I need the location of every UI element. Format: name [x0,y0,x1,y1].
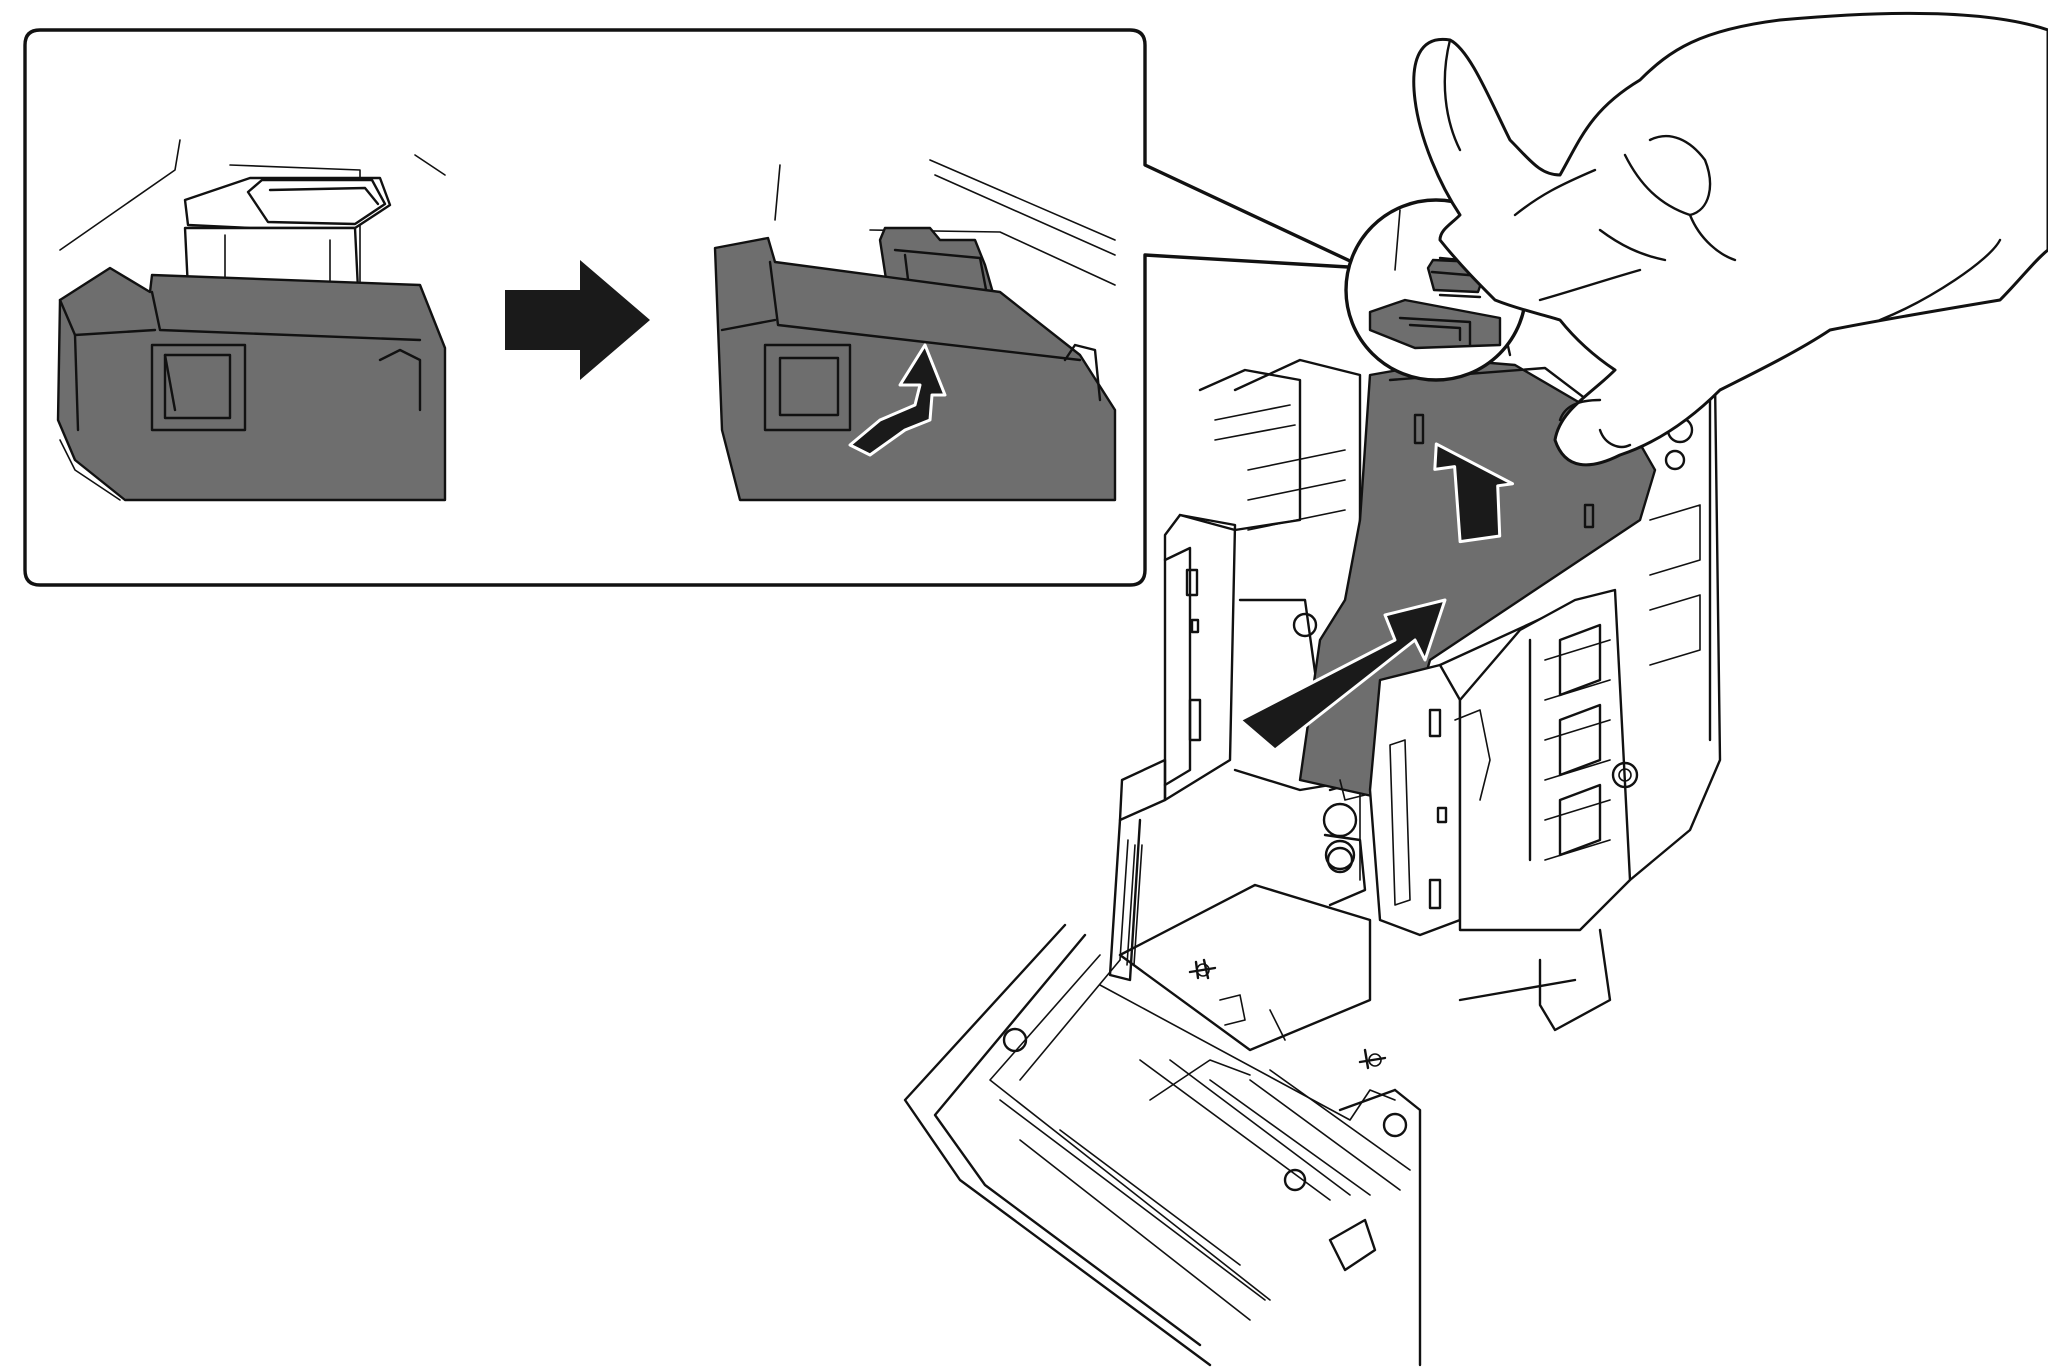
lock-icon [1188,958,1217,980]
detail-after [713,159,1117,502]
right-front-frame [1368,378,1722,1032]
up-arrow-icon-main [1433,442,1515,544]
right-arrow-icon [505,260,650,380]
holder-part-before [56,266,447,502]
hand [1412,11,2048,467]
left-side-frame [1108,368,1318,982]
up-arrow-icon [848,343,947,457]
base-tray [903,923,1422,1367]
unlock-icon [1358,1048,1387,1070]
detail-callout [23,28,1367,587]
hand-outline [1412,11,2048,467]
detail-before [56,139,447,502]
centre-spring [1323,779,1367,907]
callout-frame [23,28,1367,587]
diagonal-arrow-icon [1238,598,1447,752]
printer-mechanism [903,298,1722,1367]
